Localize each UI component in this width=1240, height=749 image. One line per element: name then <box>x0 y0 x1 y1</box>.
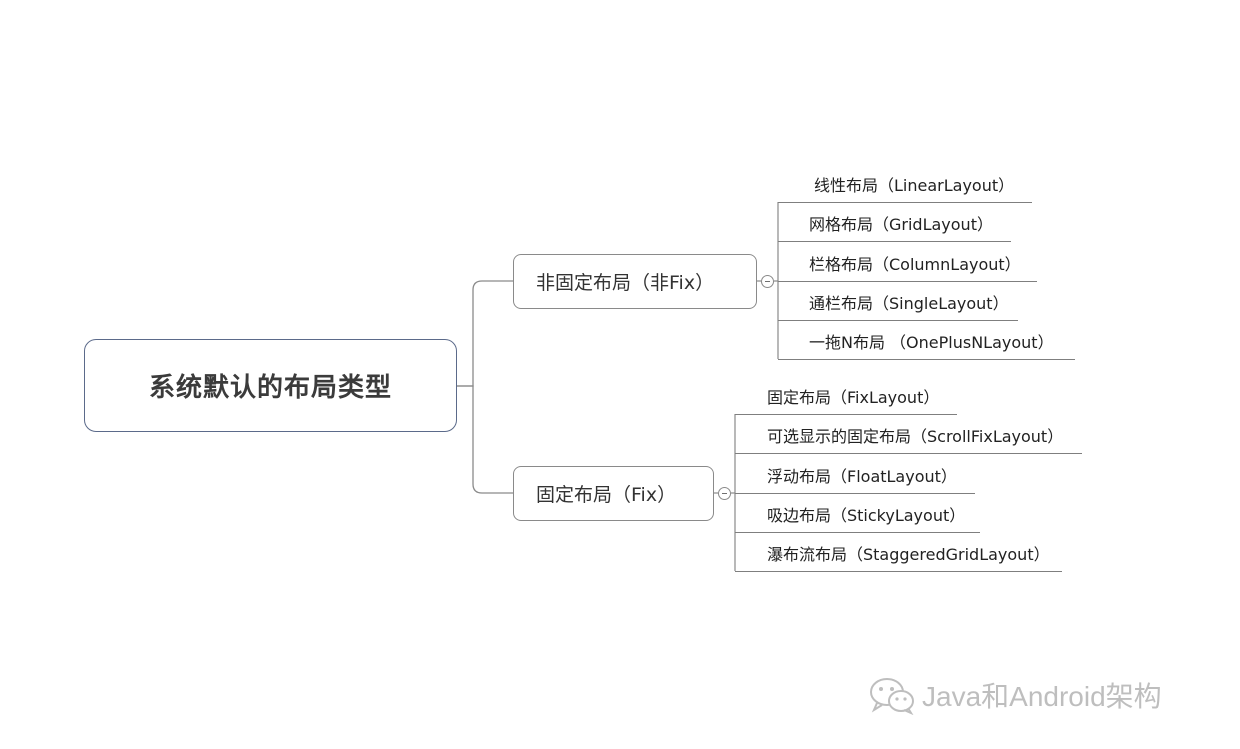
branch-node-fixed[interactable]: 固定布局（Fix） <box>513 466 714 521</box>
leaf-underline <box>778 320 1018 321</box>
leaf-label: 网格布局（GridLayout） <box>809 215 993 234</box>
leaf-single-layout[interactable]: 通栏布局（SingleLayout） <box>809 294 1009 314</box>
leaf-underline <box>778 359 1075 360</box>
leaf-linear-layout[interactable]: 线性布局（LinearLayout） <box>814 176 1014 196</box>
leaf-underline <box>778 241 1011 242</box>
leaf-grid-layout[interactable]: 网格布局（GridLayout） <box>809 215 993 235</box>
collapse-nonfixed-icon[interactable] <box>761 275 774 288</box>
leaf-sticky-layout[interactable]: 吸边布局（StickyLayout） <box>767 506 965 526</box>
leaf-column-layout[interactable]: 栏格布局（ColumnLayout） <box>809 255 1021 275</box>
leaf-label: 通栏布局（SingleLayout） <box>809 294 1009 313</box>
leaf-label: 一拖N布局 （OnePlusNLayout） <box>809 333 1054 352</box>
leaf-underline <box>735 571 1062 572</box>
leaf-label: 线性布局（LinearLayout） <box>814 176 1015 195</box>
leaf-underline <box>735 493 975 494</box>
leaf-underline <box>735 414 957 415</box>
connector-root-to-nonfixed <box>457 280 513 387</box>
leaf-label: 固定布局（FixLayout） <box>767 388 940 407</box>
root-node[interactable]: 系统默认的布局类型 <box>84 339 457 432</box>
leaf-oneplusn-layout[interactable]: 一拖N布局 （OnePlusNLayout） <box>809 333 1054 353</box>
branch-nonfixed-label: 非固定布局（非Fix） <box>536 272 715 294</box>
leaf-scroll-fix-layout[interactable]: 可选显示的固定布局（ScrollFixLayout） <box>767 427 1063 447</box>
connector-root-to-fixed <box>457 385 513 494</box>
watermark-text: Java和Android架构 <box>922 681 1162 712</box>
leaf-label: 可选显示的固定布局（ScrollFixLayout） <box>767 427 1064 446</box>
leaf-underline <box>735 532 980 533</box>
root-node-label: 系统默认的布局类型 <box>148 373 392 403</box>
leaf-underline <box>778 281 1037 282</box>
leaf-float-layout[interactable]: 浮动布局（FloatLayout） <box>767 467 957 487</box>
leaf-underline <box>735 453 1082 454</box>
wechat-icon <box>870 678 914 715</box>
branch-node-nonfixed[interactable]: 非固定布局（非Fix） <box>513 254 757 309</box>
leaf-staggered-grid-layout[interactable]: 瀑布流布局（StaggeredGridLayout） <box>767 545 1050 565</box>
leaf-label: 栏格布局（ColumnLayout） <box>809 255 1021 274</box>
watermark: Java和Android架构 <box>868 672 1208 718</box>
branch-fixed-label: 固定布局（Fix） <box>536 484 677 506</box>
leaf-label: 浮动布局（FloatLayout） <box>767 467 957 486</box>
leaf-fix-layout[interactable]: 固定布局（FixLayout） <box>767 388 939 408</box>
collapse-fixed-icon[interactable] <box>718 487 731 500</box>
leaf-label: 吸边布局（StickyLayout） <box>767 506 966 525</box>
leaf-label: 瀑布流布局（StaggeredGridLayout） <box>767 545 1050 564</box>
leaf-underline <box>778 202 1032 203</box>
